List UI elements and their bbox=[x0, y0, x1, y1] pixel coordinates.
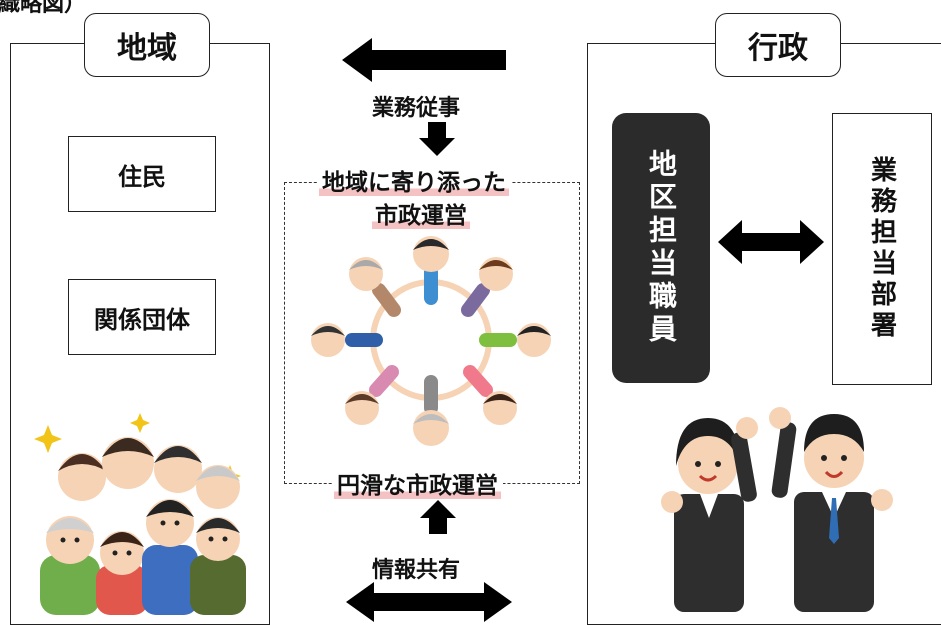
duty-label: 業務従事 bbox=[372, 96, 461, 121]
goal-title-line1: 地域に寄り添った bbox=[317, 163, 511, 197]
double-arrow-icon bbox=[718, 220, 824, 264]
left-arrow-icon bbox=[342, 38, 506, 82]
cheering-crowd-illustration bbox=[34, 413, 246, 615]
department-label: 業務担当部署 bbox=[866, 156, 897, 342]
department-box: 業務担当部署 bbox=[832, 113, 932, 385]
people-holding-hands-circle-illustration bbox=[311, 236, 551, 446]
smooth-operation-label: 円滑な市政運営 bbox=[332, 466, 503, 500]
organizations-box: 関係団体 bbox=[68, 279, 216, 355]
down-arrow-icon bbox=[419, 122, 455, 156]
region-title-tab: 地域 bbox=[84, 13, 210, 77]
double-arrow-bottom-icon bbox=[346, 582, 512, 622]
district-staff-box: 地区担当職員 bbox=[612, 113, 710, 383]
residents-box: 住民 bbox=[68, 136, 216, 212]
goal-title-line1-text: 地域に寄り添った bbox=[319, 170, 509, 196]
goal-title-line2: 市政運営 bbox=[372, 196, 470, 230]
cheering-office-workers-illustration bbox=[661, 407, 893, 612]
up-arrow-icon bbox=[420, 500, 456, 534]
info-sharing-label: 情報共有 bbox=[372, 558, 461, 583]
government-title-tab: 行政 bbox=[715, 13, 841, 77]
goal-title-line2-text: 市政運営 bbox=[372, 203, 470, 229]
smooth-operation-text: 円滑な市政運営 bbox=[334, 473, 501, 499]
district-staff-label: 地区担当職員 bbox=[645, 149, 678, 347]
diagram-caption-fragment: 織略図） bbox=[0, 0, 87, 17]
